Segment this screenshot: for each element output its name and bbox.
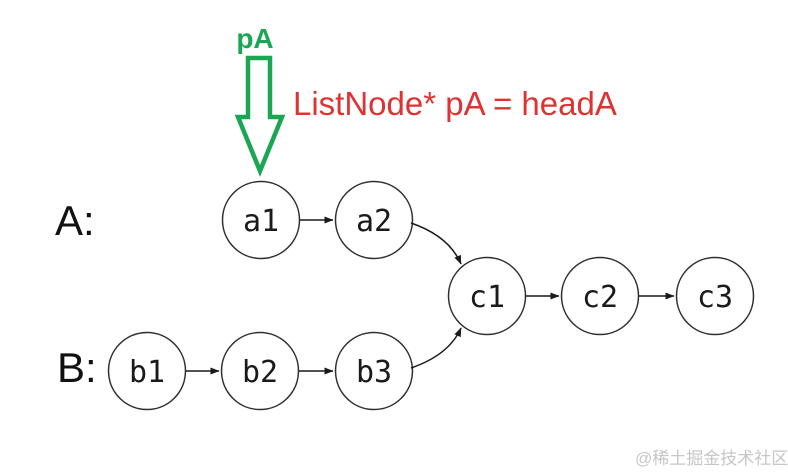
list-b-label: B: — [57, 344, 97, 391]
watermark: @稀土掘金技术社区 — [635, 449, 788, 468]
node-c1-label: c1 — [469, 280, 505, 315]
node-c1: c1 — [447, 256, 527, 336]
node-a1-label: a1 — [243, 204, 279, 239]
node-a2-label: a2 — [356, 204, 392, 239]
edge-a2-c1 — [410, 222, 462, 265]
node-c2-label: c2 — [582, 280, 618, 315]
list-a-label: A: — [55, 197, 95, 244]
code-annotation: ListNode* pA = headA — [293, 85, 617, 122]
node-b3-label: b3 — [356, 355, 392, 390]
node-b3: b3 — [334, 331, 414, 411]
node-c3-label: c3 — [697, 280, 733, 315]
node-b2: b2 — [220, 331, 300, 411]
node-a2: a2 — [334, 180, 414, 260]
node-a1: a1 — [221, 180, 301, 260]
node-c2: c2 — [560, 256, 640, 336]
pointer-label: pA — [236, 23, 273, 54]
down-arrow-icon — [234, 55, 286, 177]
node-b1: b1 — [107, 331, 187, 411]
node-c3: c3 — [675, 256, 755, 336]
node-b1-label: b1 — [129, 355, 165, 390]
edge-b3-c1 — [410, 327, 462, 369]
node-b2-label: b2 — [242, 355, 278, 390]
